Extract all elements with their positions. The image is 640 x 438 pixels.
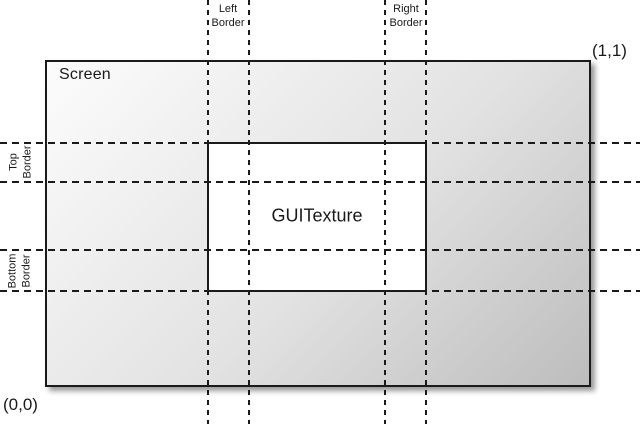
bottom-border-label-line1: Bottom	[6, 253, 19, 289]
right-border-outer-dashed-line	[425, 0, 427, 424]
bottom-border-label-line2: Border	[21, 254, 33, 288]
coordinate-top-right: (1,1)	[592, 41, 627, 60]
left-border-label-line1: Left	[218, 3, 238, 15]
left-border-inner-dashed-line	[248, 0, 250, 424]
left-border-label: Left Border	[211, 2, 245, 31]
guitexture-label: GUITexture	[271, 205, 363, 226]
right-border-label: Right Border	[389, 2, 423, 31]
left-border-label-line2: Border	[211, 17, 245, 30]
top-border-upper-dashed-line	[0, 142, 640, 144]
right-border-label-line1: Right	[393, 3, 419, 15]
coordinate-bottom-left: (0,0)	[3, 395, 38, 414]
bottom-border-lower-dashed-line	[0, 290, 640, 292]
right-border-label-line2: Border	[389, 17, 423, 30]
right-border-inner-dashed-line	[384, 0, 386, 424]
screen-label: Screen	[59, 66, 111, 83]
top-border-label-line1: Top	[7, 153, 20, 171]
bottom-border-upper-dashed-line	[0, 249, 640, 251]
top-border-lower-dashed-line	[0, 181, 640, 183]
top-border-label-line2: Border	[22, 145, 34, 179]
top-border-label: Top Border	[6, 145, 36, 179]
bottom-border-label: Bottom Border	[5, 253, 35, 289]
left-border-outer-dashed-line	[207, 0, 209, 424]
